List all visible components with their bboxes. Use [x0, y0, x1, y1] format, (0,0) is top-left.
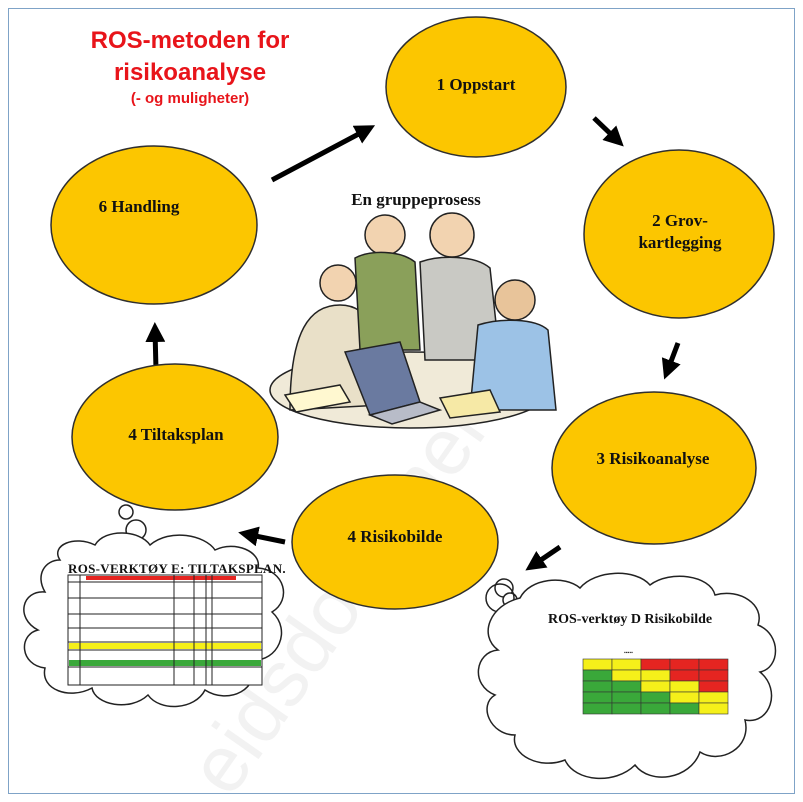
- label-grovkartlegging-line1: 2 Grov-: [652, 211, 708, 230]
- arrow-tiltaksplan-to-handling: [145, 322, 166, 371]
- label-handling: 6 Handling: [98, 197, 180, 216]
- risk-matrix-cell: [611, 702, 642, 715]
- center-caption: En gruppeprosess: [351, 190, 481, 209]
- risk-matrix-cell: [698, 658, 729, 671]
- node-oppstart: [385, 16, 567, 158]
- label-grovkartlegging-line2: kartlegging: [638, 233, 722, 252]
- risk-matrix-cell: [698, 669, 729, 682]
- risk-matrix-cell: [582, 658, 613, 671]
- risk-matrix-cell: [640, 691, 671, 704]
- arrow-handling-to-oppstart: [270, 125, 376, 183]
- risk-matrix-cell: [669, 680, 700, 693]
- risk-matrix-cell: [640, 680, 671, 693]
- node-tiltaksplan: [71, 363, 279, 511]
- arrow-risikobilde-to-tiltaksplan: [238, 526, 286, 547]
- risk-matrix-cell: [611, 669, 642, 682]
- risk-matrix: ▪▪▪▪▪: [582, 650, 729, 715]
- risk-matrix-cell: [640, 702, 671, 715]
- risk-matrix-cell: [669, 691, 700, 704]
- label-grovkartlegging: 2 Grov- kartlegging: [600, 210, 760, 254]
- svg-text:▪▪▪▪▪: ▪▪▪▪▪: [624, 650, 633, 656]
- risk-matrix-cell: [611, 658, 642, 671]
- risk-matrix-cell: [582, 691, 613, 704]
- risk-matrix-cell: [698, 680, 729, 693]
- label-tiltaksplan: 4 Tiltaksplan: [128, 425, 224, 444]
- arrow-risikoanalyse-to-risikobilde: [525, 544, 562, 571]
- flow-arrows: [145, 116, 681, 571]
- risk-matrix-cell: [698, 702, 729, 715]
- tiltaksplan-table: [67, 574, 263, 686]
- process-nodes: [50, 16, 775, 610]
- node-grovkartlegging: [583, 149, 775, 319]
- tiltaksplan-doc-title: ROS-VERKTØY E: TILTAKSPLAN.: [68, 561, 286, 576]
- arrow-oppstart-to-grovkartlegging: [592, 116, 624, 147]
- title-line-1: ROS-metoden for: [90, 27, 290, 54]
- title-line-2: risikoanalyse: [113, 59, 267, 86]
- risk-matrix-cell: [611, 691, 642, 704]
- risk-matrix-cell: [640, 658, 671, 671]
- risk-matrix-cell: [698, 691, 729, 704]
- risk-matrix-cell: [669, 702, 700, 715]
- risk-matrix-cell: [669, 669, 700, 682]
- risk-matrix-cell: [611, 680, 642, 693]
- slide-frame: [8, 8, 795, 794]
- node-risikobilde: [291, 474, 499, 610]
- title-line-3: (- og muligheter): [130, 90, 250, 107]
- label-oppstart: 1 Oppstart: [436, 75, 516, 94]
- node-risikoanalyse: [551, 391, 757, 545]
- label-risikobilde: 4 Risikobilde: [347, 527, 443, 546]
- risk-matrix-cell: [640, 669, 671, 682]
- risk-matrix-cell: [582, 680, 613, 693]
- node-handling: [50, 145, 258, 305]
- people-around-laptop-illustration: [269, 212, 557, 429]
- risikobilde-doc-title: ROS-verktøy D Risikobilde: [548, 612, 713, 627]
- risk-matrix-cell: [582, 669, 613, 682]
- risk-matrix-cell: [582, 702, 613, 715]
- arrow-grovkartlegging-to-risikoanalyse: [661, 342, 681, 380]
- label-risikoanalyse: 3 Risikoanalyse: [596, 449, 710, 468]
- risk-matrix-cell: [669, 658, 700, 671]
